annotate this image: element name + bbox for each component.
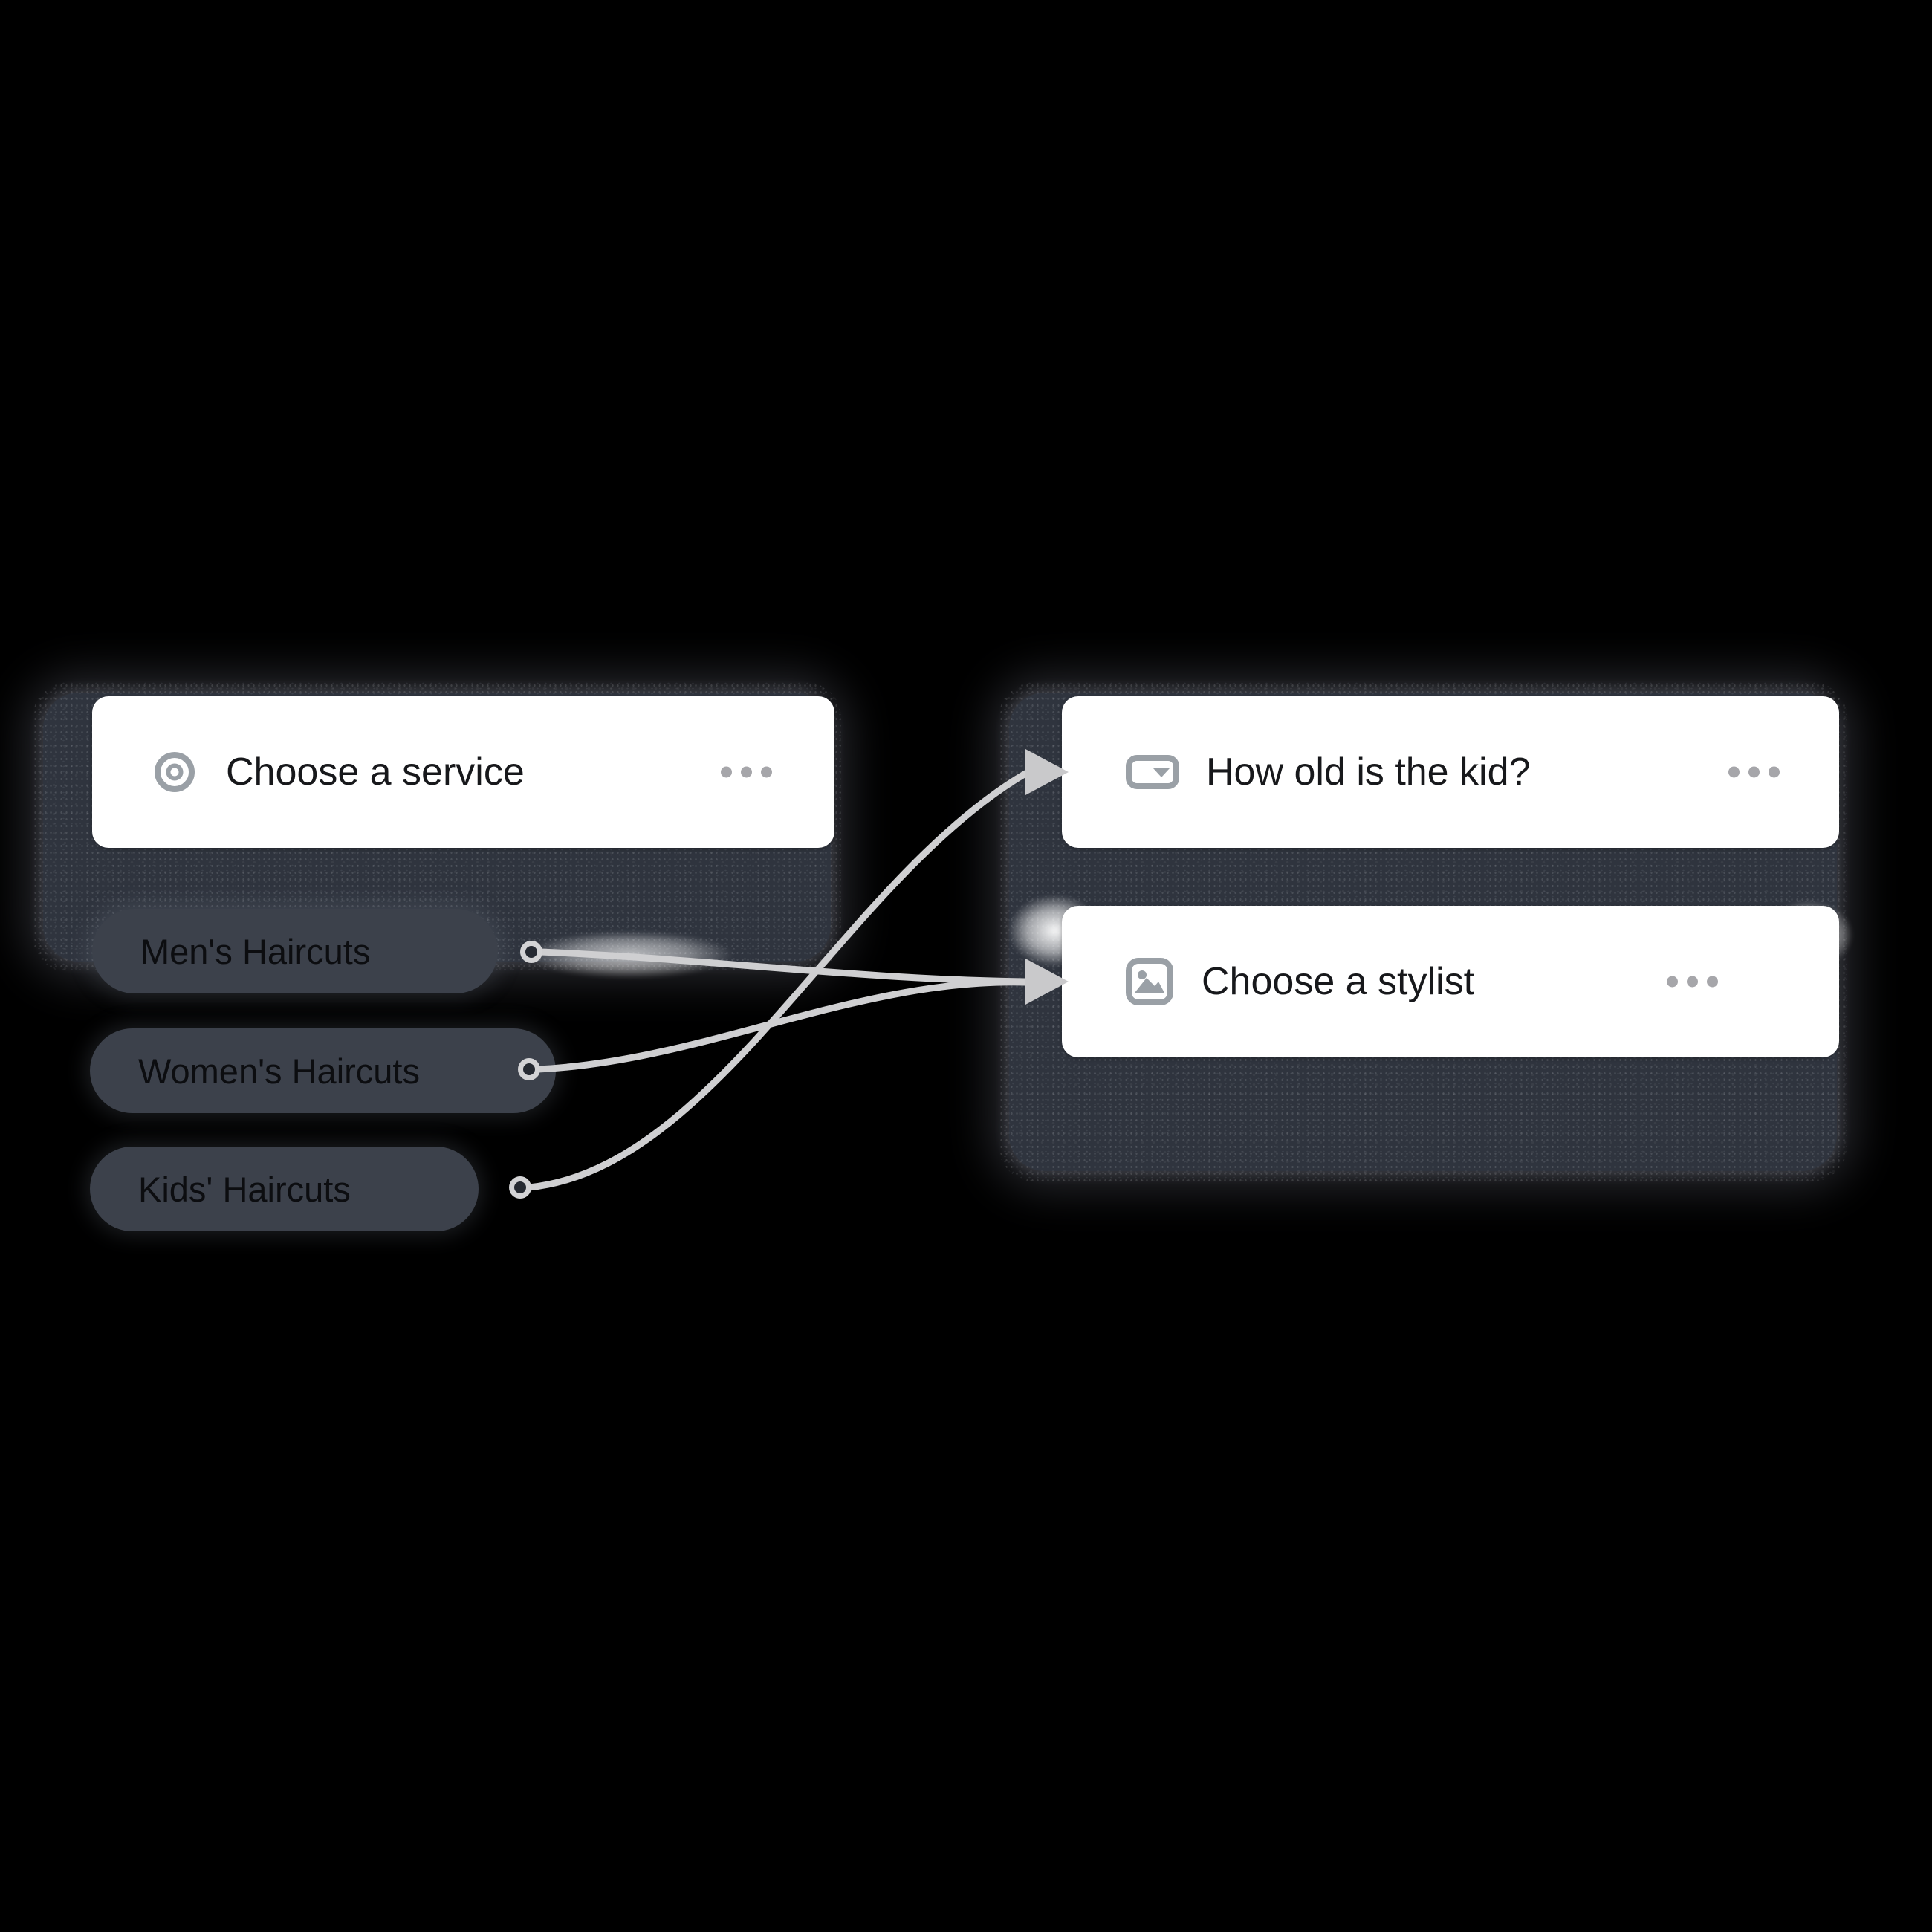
image-icon — [1126, 958, 1173, 1005]
question-card-title: How old is the kid? — [1206, 751, 1531, 794]
option-label: Women's Haircuts — [138, 1051, 420, 1091]
question-card-title: Choose a stylist — [1202, 960, 1475, 1003]
more-options-icon[interactable] — [721, 766, 772, 778]
option-pill-kids-haircuts[interactable]: Kids' Haircuts — [90, 1147, 479, 1231]
option-pill-mens-haircuts[interactable]: Men's Haircuts — [92, 909, 498, 993]
question-card-stylist[interactable]: Choose a stylist — [1062, 906, 1839, 1057]
more-options-icon[interactable] — [1728, 766, 1780, 778]
connector-womens-to-stylist[interactable] — [534, 979, 1029, 1073]
service-card-title: Choose a service — [226, 751, 525, 794]
option-pill-womens-haircuts[interactable]: Women's Haircuts — [90, 1028, 556, 1113]
dropdown-icon — [1126, 755, 1179, 789]
question-card-kid-age[interactable]: How old is the kid? — [1062, 696, 1839, 848]
connection-handle-kids[interactable] — [509, 1176, 531, 1199]
more-options-icon[interactable] — [1667, 976, 1718, 988]
target-icon — [155, 752, 195, 792]
option-label: Kids' Haircuts — [138, 1169, 351, 1209]
service-card[interactable]: Choose a service — [92, 696, 834, 848]
option-label: Men's Haircuts — [140, 931, 371, 971]
